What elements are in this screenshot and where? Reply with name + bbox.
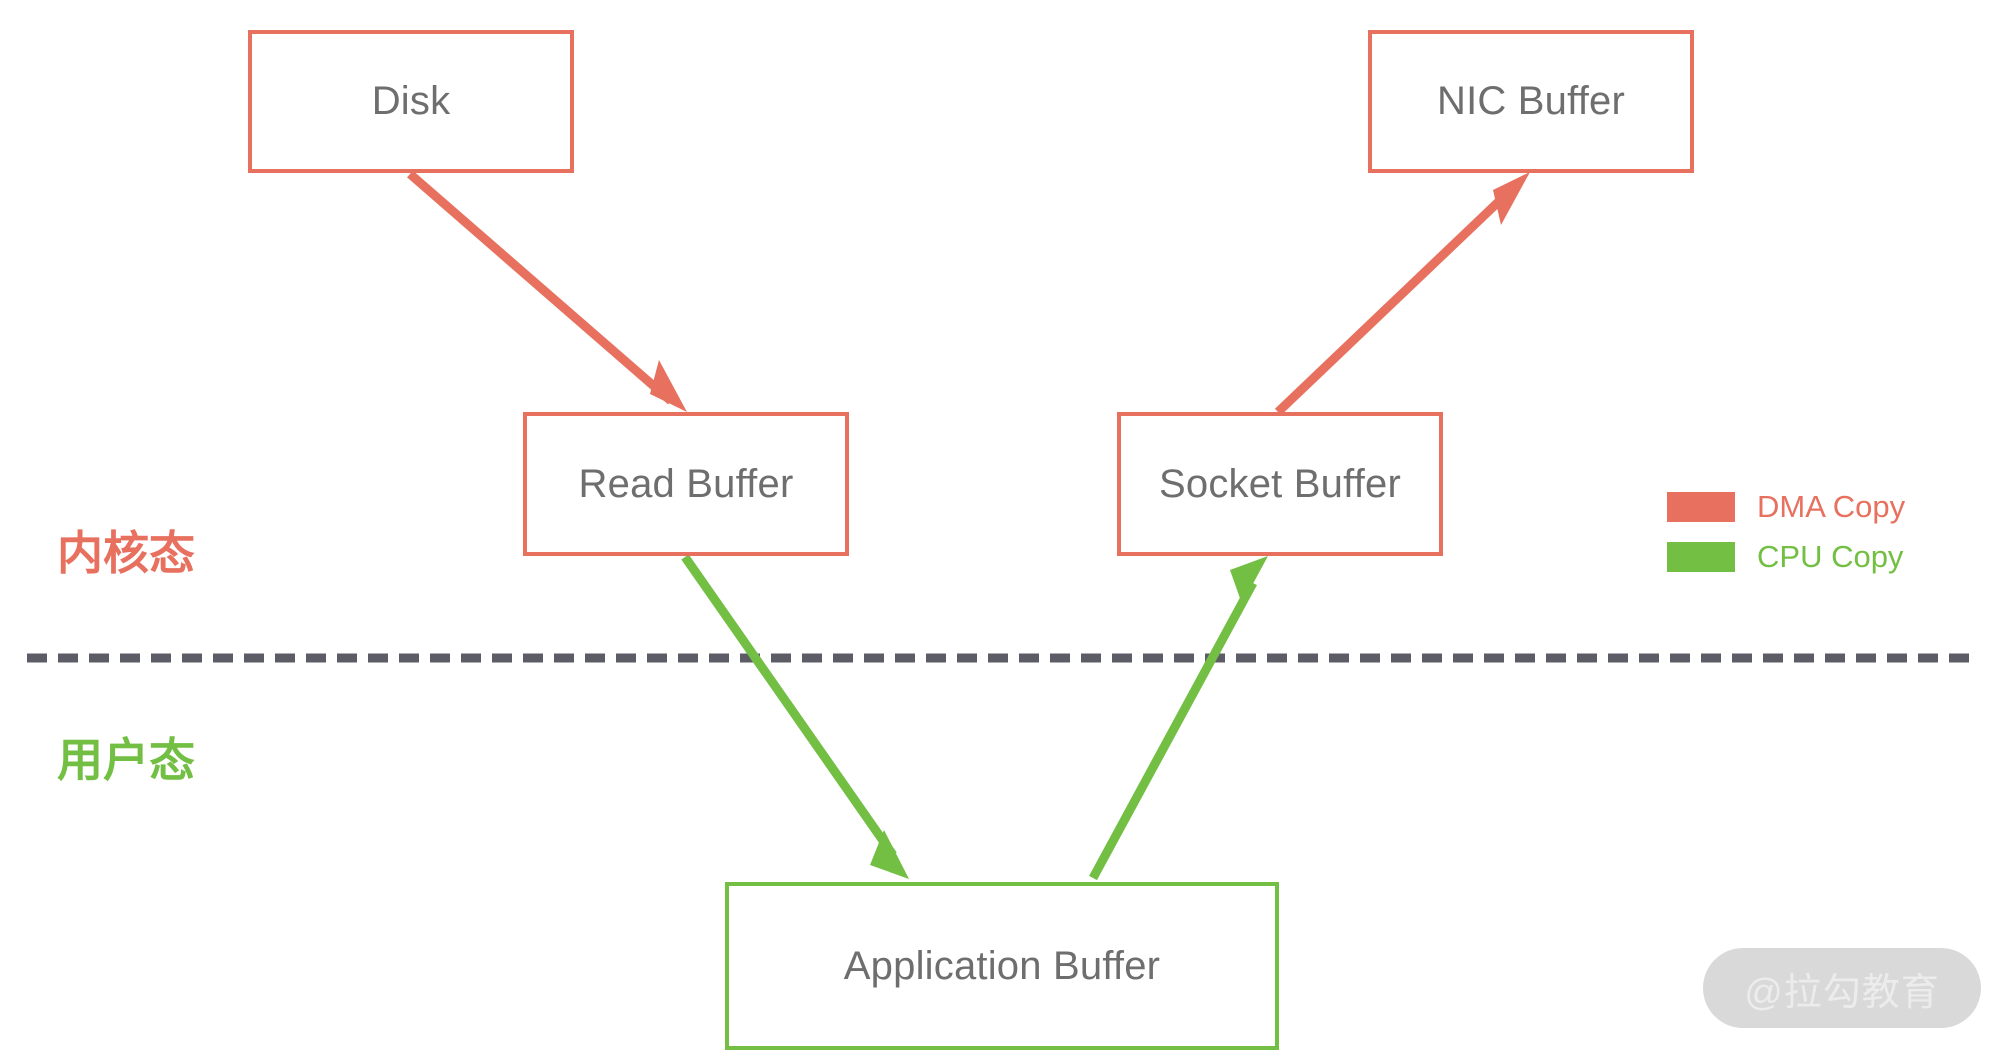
- legend-swatch-dma-copy: [1667, 492, 1735, 522]
- legend-item-cpu-copy: CPU Copy: [1667, 532, 1997, 582]
- node-read-buffer[interactable]: Read Buffer: [523, 412, 849, 556]
- edge-read-buffer-to-application-buffer: [681, 554, 909, 879]
- legend-item-dma-copy: DMA Copy: [1667, 482, 1997, 532]
- watermark-badge: @拉勾教育: [1703, 948, 1981, 1028]
- node-nic-buffer-label: NIC Buffer: [1437, 79, 1625, 123]
- node-application-buffer[interactable]: Application Buffer: [725, 882, 1279, 1050]
- edge-application-buffer-to-socket-buffer: [1089, 556, 1268, 881]
- node-disk[interactable]: Disk: [248, 30, 574, 173]
- zone-label-user: 用户态: [57, 734, 195, 786]
- legend-swatch-cpu-copy: [1667, 542, 1735, 572]
- node-read-buffer-label: Read Buffer: [578, 461, 794, 506]
- legend-label-cpu-copy: CPU Copy: [1757, 539, 1904, 574]
- legend: DMA Copy CPU Copy: [1667, 482, 1997, 582]
- edge-disk-to-read-buffer: [407, 170, 687, 412]
- legend-label-dma-copy: DMA Copy: [1757, 489, 1906, 524]
- node-socket-buffer-label: Socket Buffer: [1159, 461, 1401, 506]
- zone-label-kernel: 内核态: [57, 527, 195, 579]
- watermark-text: @拉勾教育: [1744, 971, 1940, 1014]
- node-socket-buffer[interactable]: Socket Buffer: [1117, 412, 1443, 556]
- node-application-buffer-label: Application Buffer: [843, 943, 1161, 988]
- edge-socket-buffer-to-nic-buffer: [1274, 172, 1530, 416]
- node-disk-label: Disk: [371, 79, 451, 123]
- node-nic-buffer[interactable]: NIC Buffer: [1368, 30, 1694, 173]
